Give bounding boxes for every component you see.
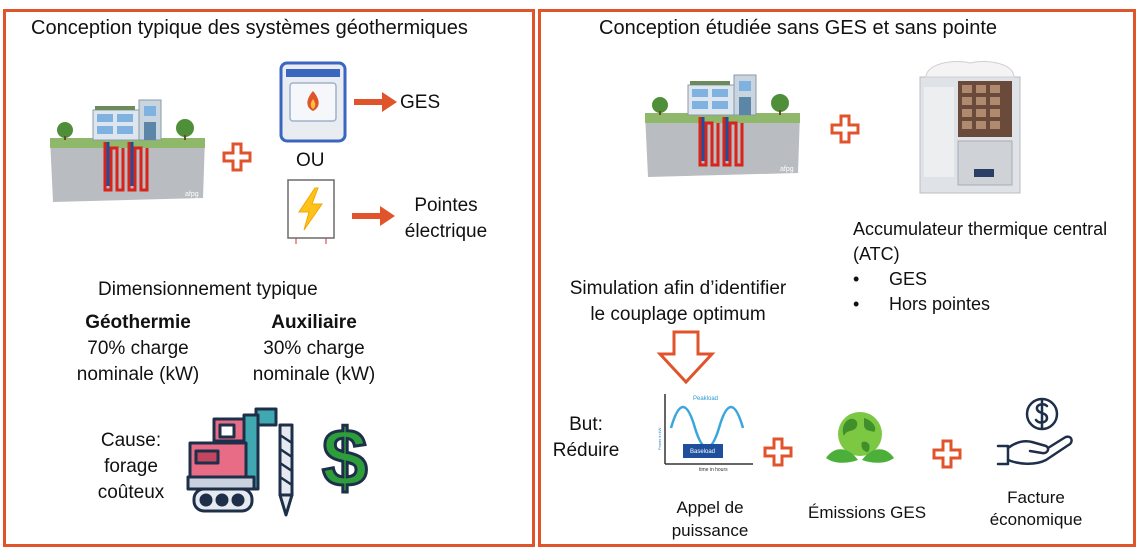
geothermie-block: Géothermie 70% charge nominale (kW) bbox=[58, 310, 218, 388]
facture-label: Facture économique bbox=[976, 487, 1096, 531]
hand-coin-icon bbox=[996, 397, 1073, 466]
plus-icon bbox=[932, 439, 962, 469]
facture-line-1: Facture bbox=[1007, 488, 1065, 507]
emissions-label: Émissions GES bbox=[808, 503, 927, 522]
auxiliaire-line-1: 30% charge bbox=[263, 338, 365, 359]
auxiliaire-block: Auxiliaire 30% charge nominale (kW) bbox=[234, 310, 394, 388]
geothermie-line-1: 70% charge bbox=[87, 338, 189, 359]
cause-line-3: coûteux bbox=[97, 482, 165, 503]
chart-x-axis-label: time in hours bbox=[699, 467, 728, 473]
but-line-1: But: bbox=[569, 414, 603, 435]
ou-label: OU bbox=[296, 150, 325, 171]
atc-line-1: Accumulateur thermique central bbox=[853, 219, 1108, 239]
load-profile-chart: Power in kW Peakload Baseload time in ho… bbox=[657, 394, 753, 473]
atc-bullet-2-text: Hors pointes bbox=[889, 294, 991, 314]
auxiliaire-title: Auxiliaire bbox=[271, 312, 357, 333]
pointes-line-2: électrique bbox=[404, 221, 488, 242]
but-text: But: Réduire bbox=[540, 412, 632, 464]
left-title: Conception typique des systèmes géotherm… bbox=[31, 17, 468, 39]
appel-line-1: Appel de bbox=[676, 498, 744, 517]
ges-label: GES bbox=[400, 92, 441, 113]
arrow-right-icon bbox=[354, 92, 397, 112]
geothermal-building-illustration: afpg bbox=[645, 74, 800, 177]
simulation-line-1: Simulation afin d’identifier bbox=[569, 278, 787, 299]
chart-peakload-label: Peakload bbox=[693, 396, 718, 402]
gas-boiler-icon bbox=[279, 61, 347, 143]
but-line-2: Réduire bbox=[552, 440, 620, 461]
chart-y-axis-label: Power in kW bbox=[657, 427, 662, 450]
thermal-storage-unit-illustration bbox=[919, 61, 1021, 194]
arrow-down-icon bbox=[656, 330, 716, 385]
auxiliaire-line-2: nominale (kW) bbox=[252, 364, 376, 385]
dollar-icon: $ bbox=[321, 413, 370, 504]
right-title: Conception étudiée sans GES et sans poin… bbox=[599, 17, 998, 39]
electric-heater-icon bbox=[287, 179, 335, 244]
atc-description: Accumulateur thermique central (ATC) •GE… bbox=[853, 217, 1107, 317]
plus-icon bbox=[830, 114, 860, 144]
pointes-label: Pointes électrique bbox=[394, 193, 498, 245]
atc-bullet-2: •Hors pointes bbox=[853, 294, 991, 314]
simulation-line-2: le couplage optimum bbox=[590, 304, 766, 325]
plus-icon bbox=[222, 142, 252, 172]
cause-line-2: forage bbox=[104, 456, 158, 477]
plus-icon bbox=[763, 437, 793, 467]
simulation-text: Simulation afin d’identifier le couplage… bbox=[546, 276, 810, 328]
arrow-right-icon bbox=[352, 206, 395, 226]
left-panel bbox=[3, 9, 535, 547]
green-earth-icon bbox=[826, 412, 894, 463]
svg-text:afpg: afpg bbox=[185, 191, 199, 198]
atc-line-2: (ATC) bbox=[853, 244, 900, 264]
drilling-rig-icon bbox=[186, 407, 294, 517]
atc-bullet-1-text: GES bbox=[889, 269, 928, 289]
appel-line-2: puissance bbox=[671, 521, 749, 540]
dimensionnement-title: Dimensionnement typique bbox=[98, 279, 318, 300]
facture-line-2: économique bbox=[989, 510, 1083, 529]
geothermie-line-2: nominale (kW) bbox=[76, 364, 200, 385]
pointes-line-1: Pointes bbox=[414, 195, 478, 216]
atc-bullet-1: •GES bbox=[853, 269, 928, 289]
chart-baseload-label: Baseload bbox=[690, 449, 715, 455]
geothermal-building-illustration: afpg bbox=[50, 99, 205, 202]
svg-text:afpg: afpg bbox=[780, 166, 794, 173]
appel-label: Appel de puissance bbox=[654, 496, 766, 542]
geothermie-title: Géothermie bbox=[85, 312, 191, 333]
cause-block: Cause: forage coûteux bbox=[76, 428, 186, 506]
cause-line-1: Cause: bbox=[100, 430, 162, 451]
